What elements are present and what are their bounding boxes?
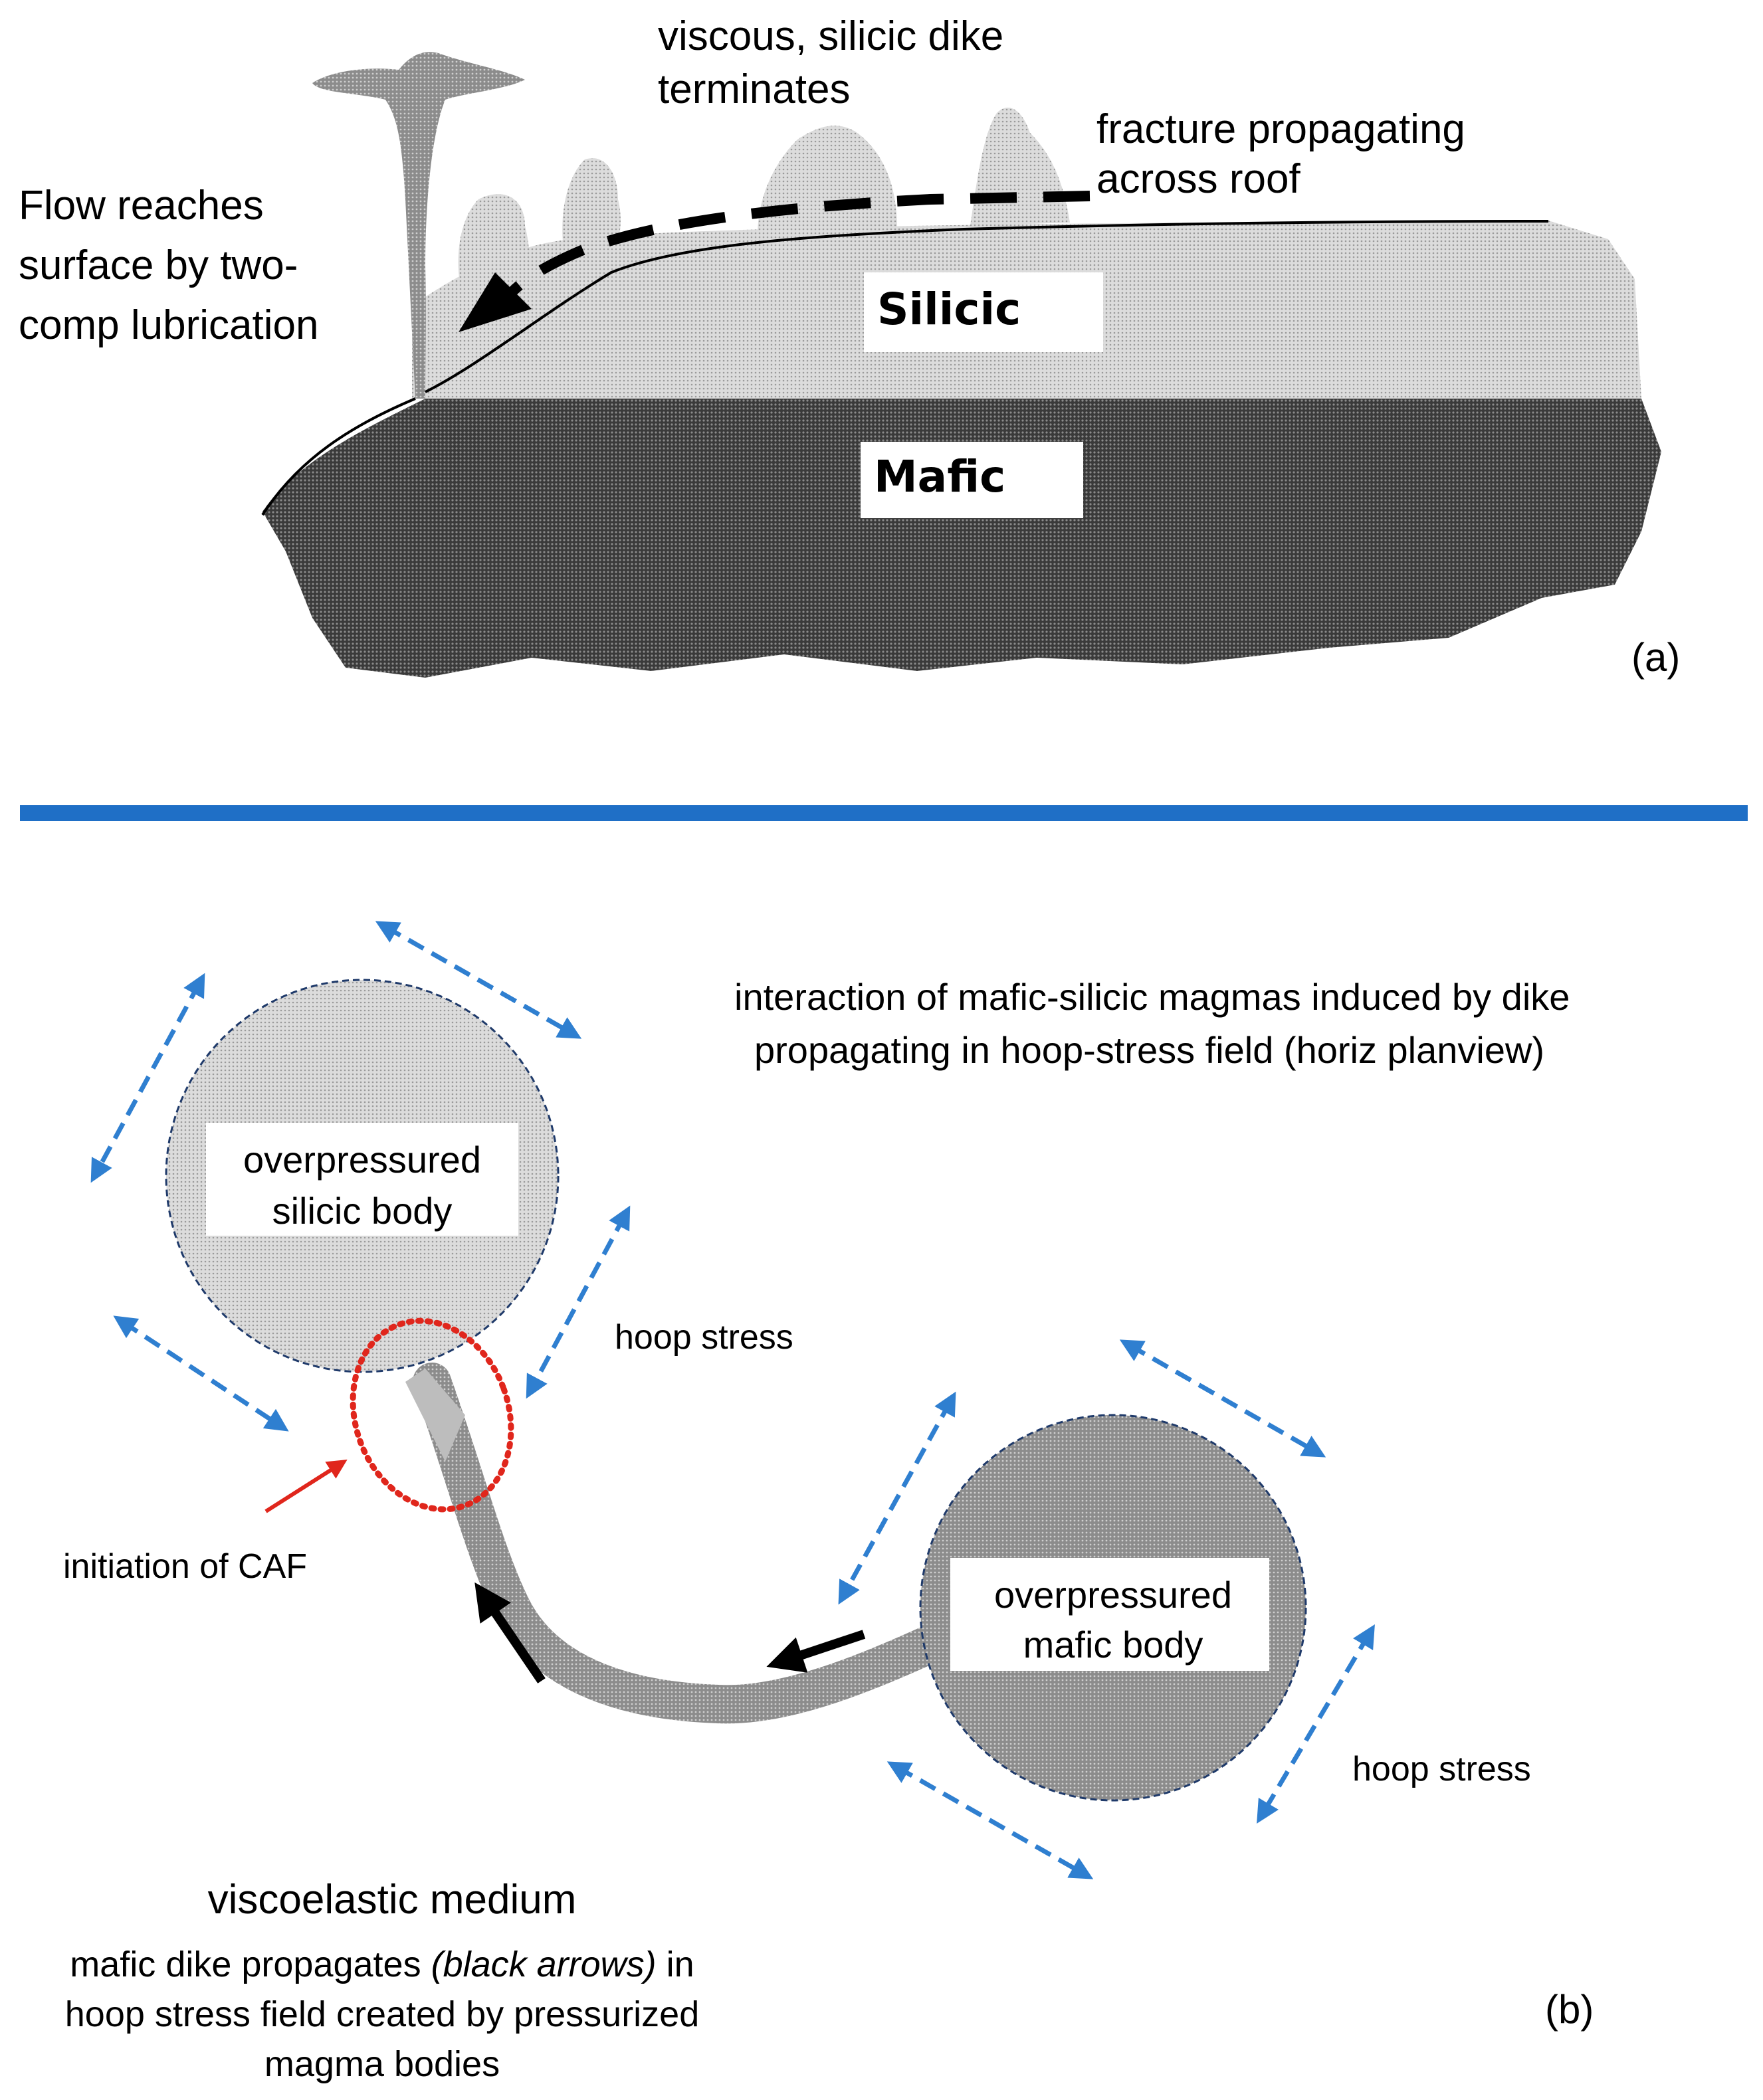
fracture-arrowhead xyxy=(459,272,532,332)
hoop-arrow xyxy=(1119,1339,1326,1458)
silicic-label: Silicic xyxy=(877,284,1021,335)
caption-line1: mafic dike propagates (black arrows) in xyxy=(70,1945,694,1984)
silicic-mafic-boundary xyxy=(261,397,416,516)
propagation-arrow-2 xyxy=(474,1582,546,1683)
dike-tip xyxy=(405,1369,465,1462)
silicic-body-label-line2: silicic body xyxy=(272,1190,453,1232)
flow-label-line3: comp lubrication xyxy=(19,302,318,348)
fracture-label-line1: fracture propagating xyxy=(1096,106,1465,152)
silicic-label-box xyxy=(864,272,1103,352)
mafic-body-label-line1: overpressured xyxy=(994,1574,1232,1616)
mafic-layer xyxy=(262,399,1661,678)
hoop-arrow xyxy=(113,1315,289,1432)
dike-termination-4 xyxy=(970,107,1070,226)
mafic-dike xyxy=(413,1363,956,1724)
caption-line3: magma bodies xyxy=(264,2044,500,2084)
panel-b-tag: (b) xyxy=(1545,1987,1594,2032)
hoop-arrow xyxy=(838,1391,956,1605)
caf-arrow xyxy=(264,1459,348,1513)
mafic-label: Mafic xyxy=(874,451,1005,502)
mafic-body-label-box xyxy=(950,1558,1269,1671)
medium-label: viscoelastic medium xyxy=(208,1877,577,1923)
panel-b-title-line1: interaction of mafic-silicic magmas indu… xyxy=(734,976,1570,1018)
dike-termination-2 xyxy=(562,158,621,259)
flow-label-line2: surface by two- xyxy=(19,242,298,288)
panel-a: Silicic Mafic Flow reaches surface by tw… xyxy=(19,13,1680,680)
panel-divider xyxy=(20,805,1748,821)
conduit xyxy=(312,52,525,399)
hoop-arrow xyxy=(526,1205,631,1399)
hoop-arrow xyxy=(90,973,205,1183)
mafic-label-box xyxy=(861,442,1083,518)
mafic-body-label-line2: mafic body xyxy=(1023,1624,1203,1666)
caf-label: initiation of CAF xyxy=(63,1547,307,1586)
dike-termination-1 xyxy=(458,194,530,306)
silicic-body-label-box xyxy=(206,1123,518,1236)
flow-label-line1: Flow reaches xyxy=(19,183,264,229)
panel-b-title-line2: propagating in hoop-stress field (horiz … xyxy=(754,1029,1544,1071)
hoop-stress-label-1: hoop stress xyxy=(615,1318,793,1357)
hoop-arrow xyxy=(375,921,582,1039)
hoop-arrow xyxy=(1257,1624,1375,1824)
panel-a-tag: (a) xyxy=(1631,635,1680,680)
propagation-arrow-1 xyxy=(766,1630,866,1673)
hoop-arrow xyxy=(886,1761,1094,1879)
panel-b: overpressured silicic body overpressured… xyxy=(63,921,1594,2084)
dike-termination-3 xyxy=(758,126,897,236)
fracture-label-line2: across roof xyxy=(1096,156,1300,202)
hoop-stress-label-2: hoop stress xyxy=(1352,1750,1531,1788)
caption-line2: hoop stress field created by pressurized xyxy=(65,1994,700,2034)
dike-label-line1: viscous, silicic dike xyxy=(658,13,1003,59)
silicic-body-label-line1: overpressured xyxy=(243,1139,481,1181)
fracture-line xyxy=(508,191,1090,296)
dike-label-line2: terminates xyxy=(658,66,850,112)
silicic-roof-line xyxy=(425,220,1549,393)
caf-ellipse xyxy=(350,1317,514,1513)
